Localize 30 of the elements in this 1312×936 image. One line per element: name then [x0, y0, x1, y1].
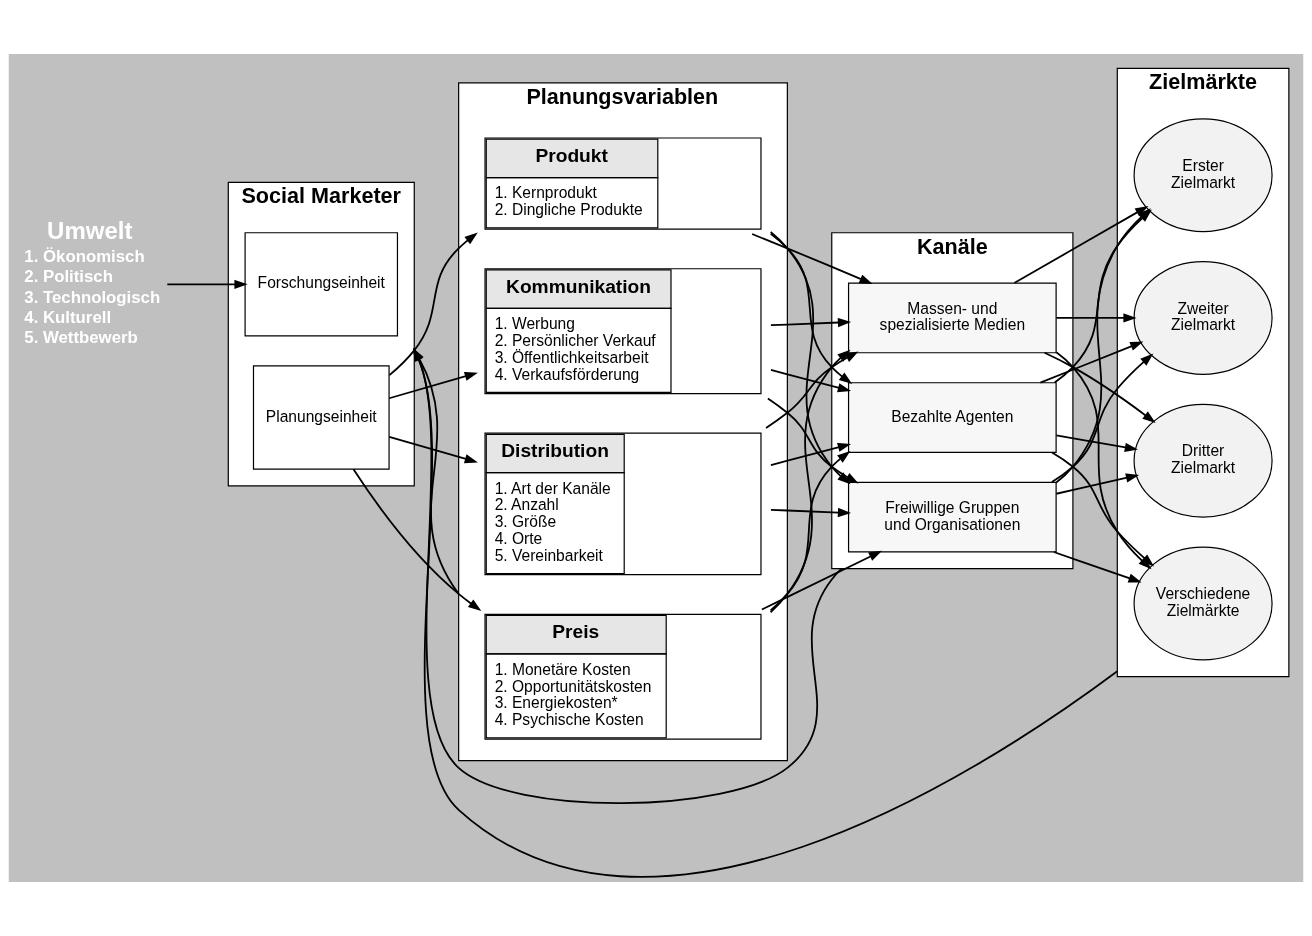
arrow [352, 468, 482, 611]
arrow [770, 317, 852, 328]
node-box: Planungseinheit [252, 365, 390, 470]
arrow [1043, 351, 1156, 424]
arrow [1055, 473, 1140, 495]
arrow [765, 351, 859, 429]
arrow [1013, 205, 1149, 284]
arrow [761, 550, 883, 611]
arrow [388, 232, 478, 377]
arrow [1055, 434, 1139, 452]
arrow [1051, 353, 1154, 483]
arrow [388, 435, 478, 464]
node-ellipse: Zweiter Zielmarkt [1133, 260, 1273, 375]
node-box: Massen- und spezialisierte Medien [847, 282, 1057, 354]
arrow [1051, 451, 1155, 567]
arrow [770, 369, 851, 393]
arrow [1055, 313, 1137, 323]
node-ellipse: Dritter Zielmarkt [1133, 403, 1273, 518]
arrow [769, 233, 853, 384]
arrow [751, 233, 873, 285]
node-box: Forschungseinheit [244, 232, 399, 337]
arrow [770, 507, 852, 518]
arrow [166, 279, 248, 289]
arrow [388, 371, 478, 400]
node-ellipse: Verschiedene Zielmärkte [1133, 546, 1273, 661]
arrow [1052, 551, 1142, 583]
node-box: Bezahlte Agenten [847, 382, 1057, 453]
node-text: Umwelt 1. Ökonomisch 2. Politisch 3. Technologisch 4. Kulturell 5. Wettbewerb [24, 216, 161, 348]
node-box: Freiwillige Gruppen und Organisationen [847, 481, 1057, 553]
arrow [1039, 341, 1144, 384]
